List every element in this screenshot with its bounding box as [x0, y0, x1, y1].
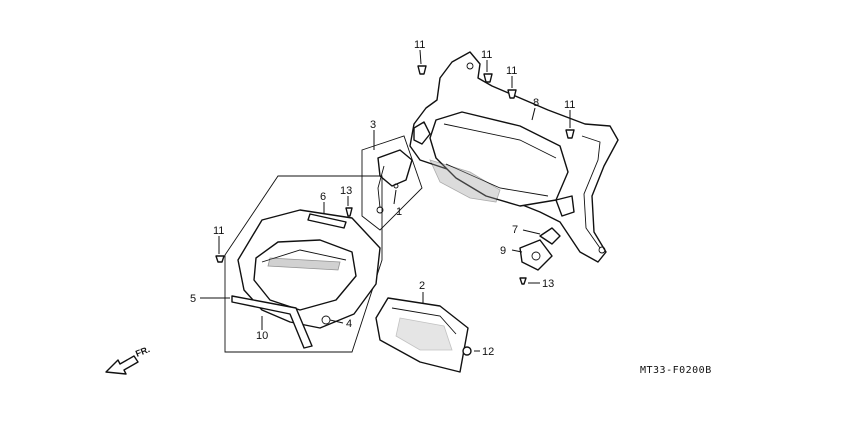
- callout-12: 12: [482, 346, 494, 358]
- callout-11-right: 11: [564, 99, 575, 111]
- arrow-down-left-icon: [105, 355, 139, 375]
- bolts: [215, 65, 575, 356]
- callout-6: 6: [320, 191, 326, 203]
- callout-1: 1: [396, 206, 402, 218]
- callout-11-mid: 11: [506, 65, 517, 77]
- diagram-code: MT33-F0200B: [640, 365, 712, 376]
- leader-lines: [200, 49, 571, 352]
- callout-8: 8: [533, 97, 539, 109]
- callout-11-left: 11: [213, 225, 224, 237]
- bracket-parts-7-9: [519, 227, 561, 271]
- front-panel-assembly: [224, 175, 383, 353]
- callout-11-upper: 11: [481, 49, 492, 61]
- lid-panel-part-2: [375, 297, 469, 373]
- callout-13-lower: 13: [542, 278, 554, 290]
- callout-11-top: 11: [414, 39, 425, 51]
- callout-7: 7: [512, 224, 518, 236]
- callout-labels: 1 2 3 4 5 6 7 8 9 10 11 11 11 11 11 12 1…: [190, 39, 575, 358]
- callout-9: 9: [500, 245, 506, 257]
- upper-cowl-part-8: [409, 51, 619, 263]
- callout-10: 10: [256, 330, 268, 342]
- callout-3: 3: [370, 119, 376, 131]
- callout-13-upper: 13: [340, 185, 352, 197]
- front-direction-indicator: FR.: [105, 344, 151, 375]
- direction-label: FR.: [134, 344, 151, 359]
- callout-4: 4: [346, 318, 352, 330]
- callout-5: 5: [190, 293, 196, 305]
- callout-2: 2: [419, 280, 425, 292]
